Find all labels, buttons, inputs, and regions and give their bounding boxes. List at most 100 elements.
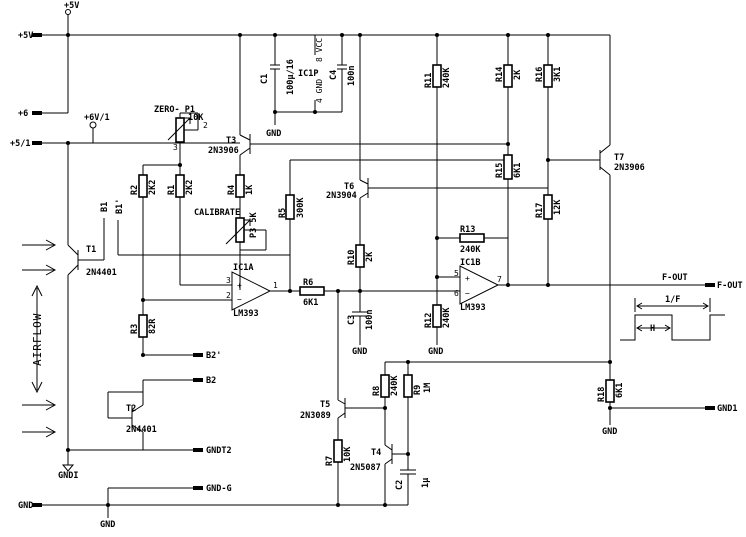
gndi-label: GNDI [58,471,78,481]
c2-value: 1µ [421,478,431,488]
r10-value: 2K [365,251,375,262]
p1-pin3: 3 [173,143,178,152]
r7-name: R7 [325,456,335,466]
r7-value: 10K [343,446,353,462]
r2-value: 2K2 [148,180,158,195]
gndi-symbol [61,455,75,472]
gndt2-label: GNDT2 [206,446,232,456]
r18-name: R18 [597,387,607,402]
r13-name: R13 [460,225,475,235]
gnd-bottom-label: GND [100,520,115,530]
t4-type: 2N5087 [350,463,381,473]
potentiometer-p3 [225,210,267,290]
p3-name: CALIBRATE [194,208,240,218]
ic1b-plus: + [465,274,470,283]
junction-dots [66,33,612,507]
t3-type: 2N3906 [208,146,239,156]
r5-name: R5 [278,208,288,218]
r15-name: R15 [495,163,505,178]
power-rails [32,9,610,518]
r1-r2-r3-network [138,150,232,355]
top-pin-label: +5V [64,1,79,11]
ic1p-name: IC1P [298,69,318,79]
transistor-t1 [67,143,105,455]
r3-value: 82R [148,318,158,334]
transistor-t6 [352,35,548,345]
ic1a-pin2: 2 [226,291,231,300]
c1-c4-ic1p [270,35,347,125]
r2-name: R2 [130,185,140,195]
t5-name: T5 [320,400,330,410]
transistor-t5 [333,291,385,505]
fout-wire-label: F-OUT [662,273,688,283]
v5-label: +5V [18,31,33,41]
ic1p-vcc: 8 VCC [315,38,324,62]
r11-r12-r13 [432,35,508,345]
r1-name: R1 [167,185,177,195]
ic1a-pin1: 1 [273,281,278,290]
c2-name: C2 [395,480,405,490]
b2p-label: B2' [206,351,221,361]
t5-type: 2N3089 [300,411,331,421]
ic1a-plus: + [237,281,242,290]
b1p-label: B1' [115,199,125,214]
gnd-r12-label: GND [428,347,443,357]
gnd-c3-label: GND [352,347,367,357]
ic1p-gnd: 4 GND [315,79,324,103]
transistor-t2 [68,379,200,451]
waveform-period: 1/F [665,295,680,305]
r11-value: 240K [442,67,452,88]
t7-name: T7 [614,153,624,163]
gnd-c1-label: GND [266,129,281,139]
right-network [503,35,705,425]
r3-name: R3 [130,324,140,334]
c3-value: 100n [365,310,375,330]
t1-type: 2N4401 [86,268,117,278]
r4-name: R4 [227,185,237,195]
p6-label: +6 [18,109,28,119]
r17-value: 12K [553,199,563,215]
t6-type: 2N3904 [326,191,357,201]
transistor-t3 [235,35,508,210]
t4-name: T4 [371,448,381,458]
ic1b-pin6: 6 [454,289,459,298]
c4-value: 100n [347,66,357,86]
t2-type: 2N4401 [126,425,157,435]
waveform-high: H [650,324,655,334]
r6-value: 6K1 [303,298,318,308]
r10-name: R10 [347,250,357,265]
c1-value: 100µ/16 [286,59,296,95]
airflow-arrows [22,239,57,438]
gnd-label: GND [18,501,33,511]
r8-value: 240K [390,375,400,396]
ic1b-type: LM393 [460,303,486,313]
comparator-ic1b [459,238,710,305]
r9-name: R9 [413,385,423,395]
r11-name: R11 [424,73,434,88]
r6-name: R6 [303,278,313,288]
r12-value: 240K [442,307,452,328]
r8-name: R8 [372,386,382,396]
r12-name: R12 [424,313,434,328]
gndg-label: GND-G [206,484,232,494]
r17-name: R17 [535,203,545,218]
r16-name: R16 [535,67,545,82]
r4-value: 1K [245,184,255,195]
airflow-label: AIRFLOW [31,313,44,366]
fout-label: F-OUT [717,281,743,291]
p51-label: +5/1 [10,139,30,149]
ic1a-pin3: 3 [226,276,231,285]
p6v1-label: +6V/1 [84,113,110,123]
c1-name: C1 [260,74,270,84]
r14-value: 2K [513,69,523,80]
gnd-r18-label: GND [602,427,617,437]
r14-name: R14 [495,67,505,82]
t1-name: T1 [86,245,96,255]
r13-value: 240K [460,245,481,255]
p1-value: 10K [188,113,204,123]
r15-value: 6K1 [513,163,523,178]
output-waveform [620,298,725,341]
b2-label: B2 [206,376,216,386]
c4-name: C4 [329,70,339,80]
